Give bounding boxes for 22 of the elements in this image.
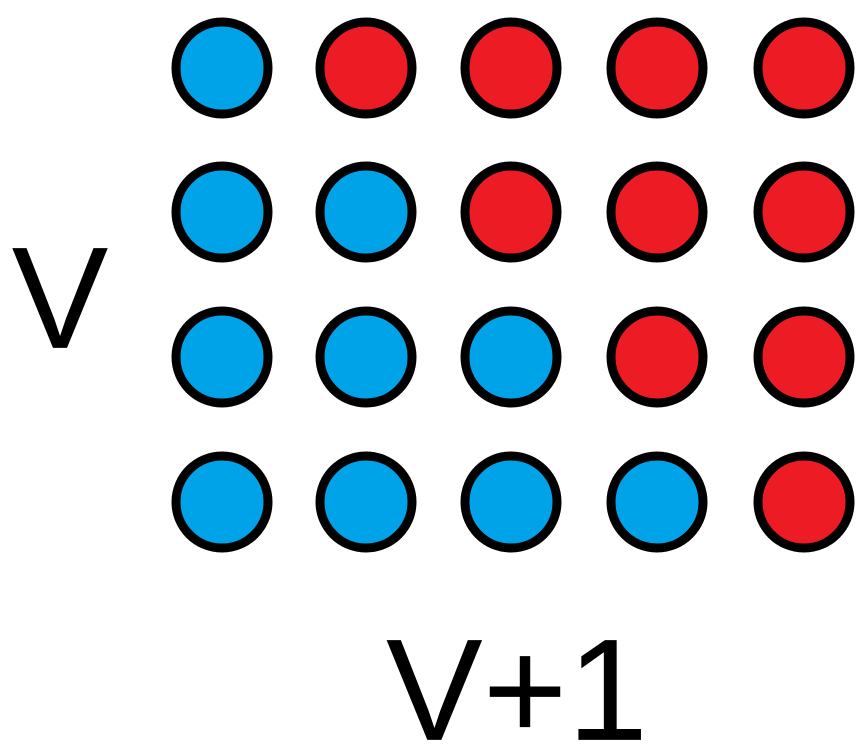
circle bbox=[754, 452, 854, 552]
circle bbox=[172, 452, 272, 552]
circle bbox=[606, 162, 708, 262]
circle bbox=[754, 162, 854, 262]
circle bbox=[316, 162, 416, 262]
circle bbox=[316, 306, 416, 408]
circle bbox=[460, 306, 562, 408]
circle bbox=[316, 452, 416, 552]
circle bbox=[316, 18, 416, 118]
axis-label: V bbox=[12, 248, 108, 348]
circle bbox=[172, 162, 272, 262]
circle bbox=[460, 162, 562, 262]
circle bbox=[172, 306, 272, 408]
circle bbox=[754, 18, 854, 118]
circle bbox=[606, 452, 708, 552]
circle bbox=[606, 306, 708, 408]
circle bbox=[460, 452, 562, 552]
circle bbox=[754, 306, 854, 408]
circle bbox=[172, 18, 272, 118]
axis-label: V+1 bbox=[386, 640, 641, 740]
circle bbox=[460, 18, 562, 118]
circle bbox=[606, 18, 708, 118]
